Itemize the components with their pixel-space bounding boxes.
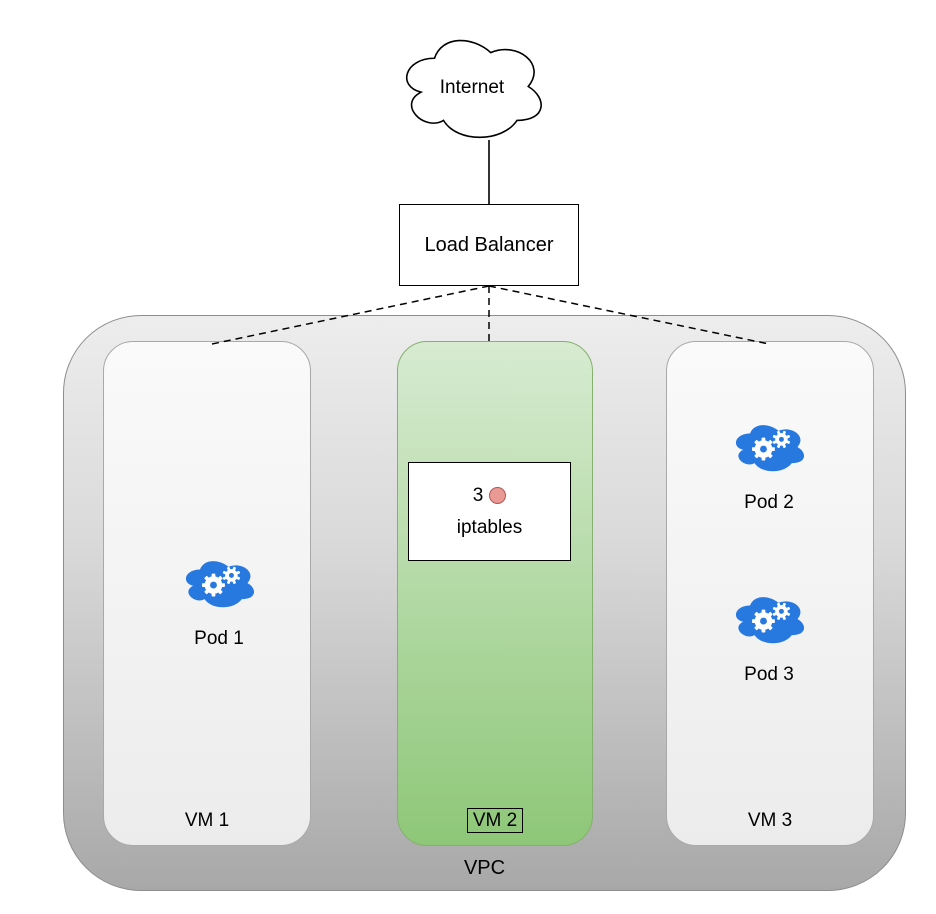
vpc-label: VPC bbox=[463, 857, 506, 879]
pod-cloud-gears-icon bbox=[735, 597, 805, 644]
pod1-node: Pod 1 bbox=[174, 556, 264, 650]
iptables-count: 3 bbox=[472, 484, 484, 506]
iptables-label: iptables bbox=[456, 516, 523, 538]
vm3-label-text: VM 3 bbox=[747, 810, 793, 831]
vm1-label: VM 1 bbox=[104, 810, 310, 832]
pod-cloud-gears-icon bbox=[185, 561, 255, 608]
pod3-label: Pod 3 bbox=[744, 664, 794, 685]
pod3-node: Pod 3 bbox=[724, 592, 814, 686]
pod2-label: Pod 2 bbox=[744, 492, 794, 513]
red-circle-icon bbox=[489, 487, 507, 504]
vm2-node-highlighted: VM 2 bbox=[397, 341, 593, 846]
load-balancer-label: Load Balancer bbox=[424, 233, 554, 256]
pod2-node: Pod 2 bbox=[724, 420, 814, 514]
iptables-count-row: 3 bbox=[473, 485, 507, 507]
vm2-label: VM 2 bbox=[398, 808, 592, 833]
load-balancer-node: Load Balancer bbox=[399, 204, 579, 286]
vm2-label-text: VM 2 bbox=[466, 808, 524, 833]
vm3-node: VM 3 bbox=[666, 341, 874, 846]
pod-cloud-gears-icon bbox=[735, 425, 805, 472]
vm3-label: VM 3 bbox=[667, 810, 873, 832]
vm1-node: VM 1 bbox=[103, 341, 311, 846]
vm1-label-text: VM 1 bbox=[184, 810, 230, 831]
internet-label: Internet bbox=[439, 77, 505, 98]
pod1-label: Pod 1 bbox=[194, 628, 244, 649]
iptables-node: 3 iptables bbox=[408, 462, 571, 561]
